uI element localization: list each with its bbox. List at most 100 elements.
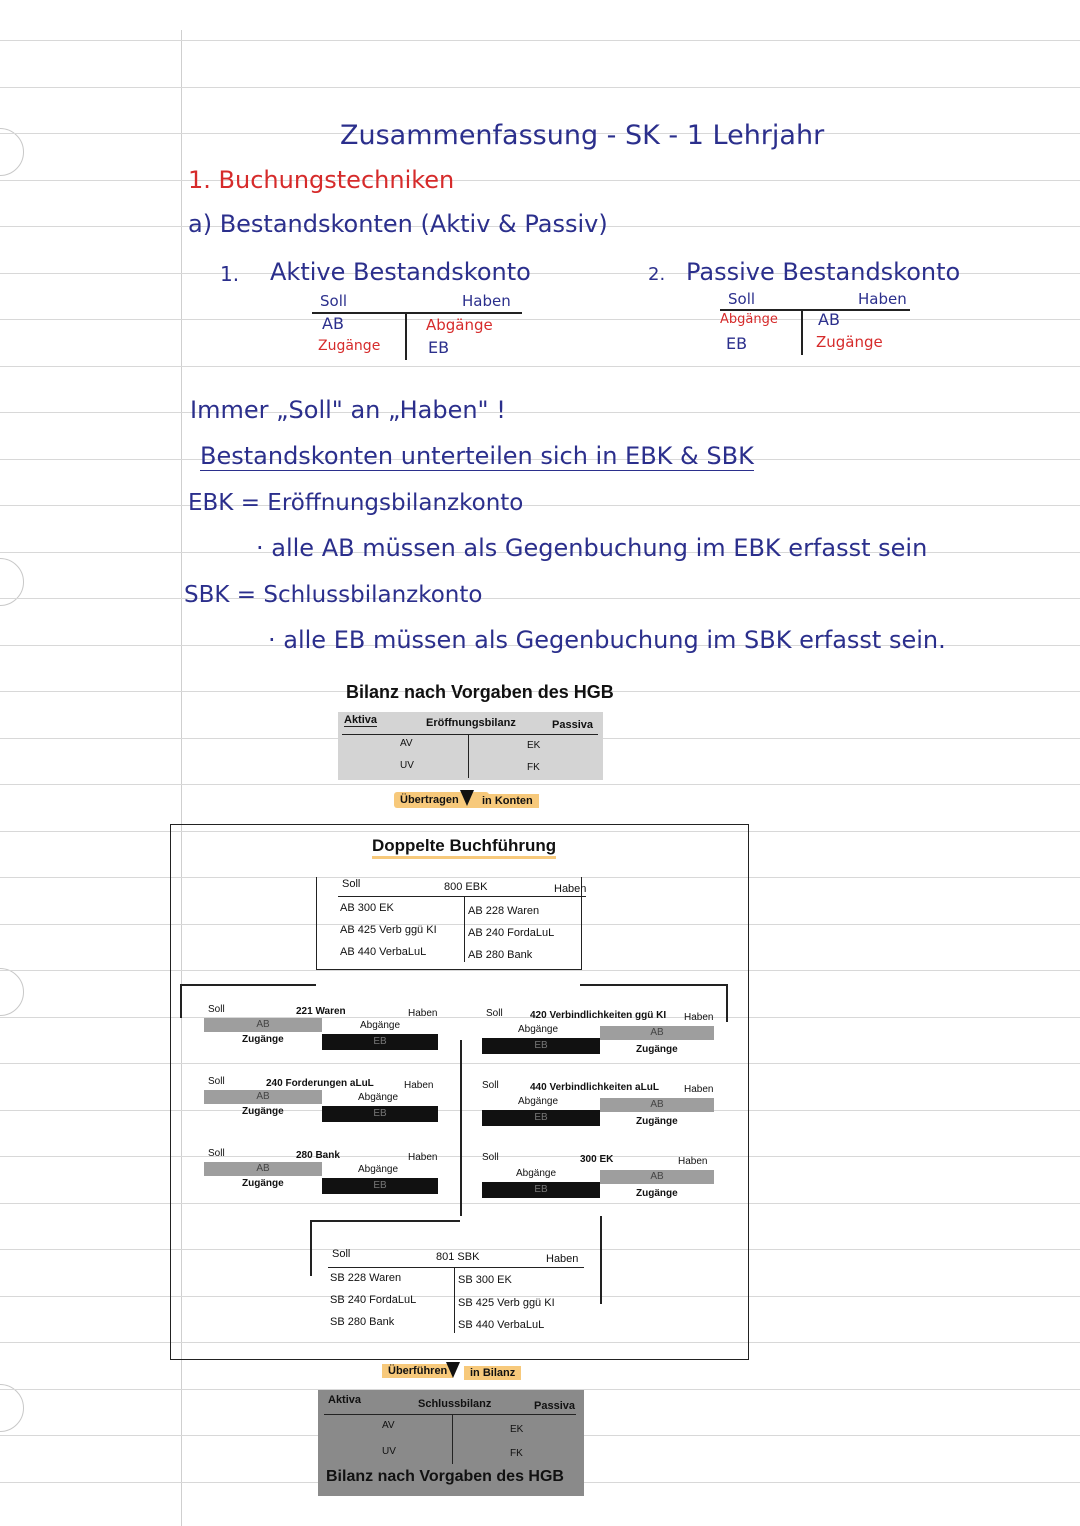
ruled-line (0, 924, 1080, 925)
eb-bar: EB (322, 1178, 438, 1194)
ebk-name: 800 EBK (444, 881, 488, 893)
note-ebk-point: · alle AB müssen als Gegenbuchung im EBK… (256, 534, 928, 562)
ruled-line (0, 831, 1080, 832)
ruled-line (0, 1156, 1080, 1157)
eroeffnungsbilanz-box (338, 712, 603, 780)
aktiv-number: 1. (220, 262, 240, 286)
note-rule: Immer „Soll" an „Haben" ! (190, 396, 506, 424)
top-center-label: Eröffnungsbilanz (426, 717, 516, 729)
zugaenge-label: Zugänge (636, 1116, 678, 1127)
transfer-label-b: in Konten (476, 794, 539, 808)
abgaenge-label: Abgänge (358, 1164, 399, 1175)
bottom-left-2: UV (382, 1446, 396, 1457)
connector-line (310, 1220, 312, 1276)
ruled-line (0, 598, 1080, 599)
top-left-2: UV (400, 760, 414, 771)
bilanz-line (342, 734, 598, 735)
ruled-line (0, 877, 1080, 878)
ruled-line (0, 784, 1080, 785)
account-name: 221 Waren (296, 1006, 346, 1017)
account-soll: Soll (208, 1004, 225, 1015)
account-name: 440 Verbindlichkeiten aLuL (530, 1082, 659, 1093)
ruled-line (0, 366, 1080, 367)
abgaenge-label: Abgänge (358, 1092, 399, 1103)
ruled-line (0, 970, 1080, 971)
t-account-line (312, 312, 522, 314)
sbk-left-2: SB 240 FordaLuL (330, 1294, 417, 1306)
sbk-haben: Haben (546, 1253, 579, 1265)
main-title: Doppelte Buchführung (372, 836, 557, 859)
account-haben: Haben (684, 1012, 714, 1023)
top-passiva: Passiva (552, 719, 593, 731)
connector-line (310, 1220, 460, 1222)
bilanz-line (468, 734, 469, 778)
connector-line (460, 1040, 462, 1216)
ruled-line (0, 691, 1080, 692)
top-left-1: AV (400, 738, 413, 749)
eb-bar: EB (322, 1106, 438, 1122)
account-haben: Haben (408, 1008, 438, 1019)
section-title: 1. Buchungstechniken (188, 166, 455, 194)
account-soll: Soll (208, 1148, 225, 1159)
ruled-line (0, 1342, 1080, 1343)
passiv-left-1: Abgänge (720, 312, 778, 327)
ab-bar: AB (204, 1018, 322, 1032)
zugaenge-label: Zugänge (636, 1188, 678, 1199)
schlussbilanz-box (318, 1390, 584, 1496)
connector-line (180, 984, 316, 986)
ruled-line (0, 645, 1080, 646)
bilanz-line (324, 1414, 576, 1415)
t-account-line (720, 309, 910, 311)
ruled-line (0, 412, 1080, 413)
note-sbk: SBK = Schlussbilanzkonto (184, 582, 483, 608)
eb-bar: EB (322, 1034, 438, 1050)
ebk-right-1: AB 228 Waren (468, 905, 540, 917)
ebk-soll: Soll (342, 878, 361, 890)
sbk-right-2: SB 425 Verb ggü KI (458, 1297, 555, 1309)
ab-bar: AB (204, 1090, 322, 1104)
note-ebk: EBK = Eröffnungsbilanzkonto (188, 490, 524, 516)
punch-hole (0, 1384, 24, 1432)
account-soll: Soll (482, 1080, 499, 1091)
doppelte-buchfuehrung-frame (170, 824, 749, 1360)
ebk-right-2: AB 240 FordaLuL (468, 927, 555, 939)
ruled-line (0, 1063, 1080, 1064)
sbk-right-1: SB 300 EK (458, 1274, 512, 1286)
ruled-line (0, 1389, 1080, 1390)
eb-bar: EB (482, 1110, 600, 1126)
bilanz-line (452, 1414, 453, 1464)
passiv-left-2: EB (726, 334, 748, 353)
top-right-2: FK (527, 762, 540, 773)
top-right-1: EK (527, 740, 541, 751)
passiv-number: 2. (648, 264, 666, 285)
ruled-line (0, 40, 1080, 41)
account-soll: Soll (208, 1076, 225, 1087)
ruled-line (0, 1017, 1080, 1018)
ab-bar: AB (600, 1098, 714, 1112)
account-name: 240 Forderungen aLuL (266, 1078, 374, 1089)
zugaenge-label: Zugänge (242, 1034, 284, 1045)
account-name: 280 Bank (296, 1150, 340, 1161)
aktiv-right-2: EB (428, 338, 450, 357)
bottom-left-1: AV (382, 1420, 395, 1431)
abgaenge-label: Abgänge (516, 1168, 557, 1179)
aktiv-left-2: Zugänge (318, 338, 381, 354)
connector-line (726, 984, 728, 1022)
sbk-left-3: SB 280 Bank (330, 1316, 395, 1328)
bottom-passiva: Passiva (534, 1400, 575, 1412)
ruled-line (0, 552, 1080, 553)
section-subtitle: a) Bestandskonten (Aktiv & Passiv) (188, 210, 608, 238)
page-title: Zusammenfassung - SK - 1 Lehrjahr (340, 120, 825, 151)
aktiv-title: Aktive Bestandskonto (270, 258, 531, 286)
account-soll: Soll (482, 1152, 499, 1163)
ebk-haben: Haben (554, 883, 587, 895)
ab-bar: AB (204, 1162, 322, 1176)
ruled-line (0, 459, 1080, 460)
t-account-line (405, 312, 407, 360)
eb-bar: EB (482, 1038, 600, 1054)
account-haben: Haben (678, 1156, 708, 1167)
ebk-right-3: AB 280 Bank (468, 949, 533, 961)
note-sbk-point: · alle EB müssen als Gegenbuchung im SBK… (268, 626, 946, 654)
top-aktiva: Aktiva (344, 714, 378, 727)
ebk-left-1: AB 300 EK (340, 902, 394, 914)
